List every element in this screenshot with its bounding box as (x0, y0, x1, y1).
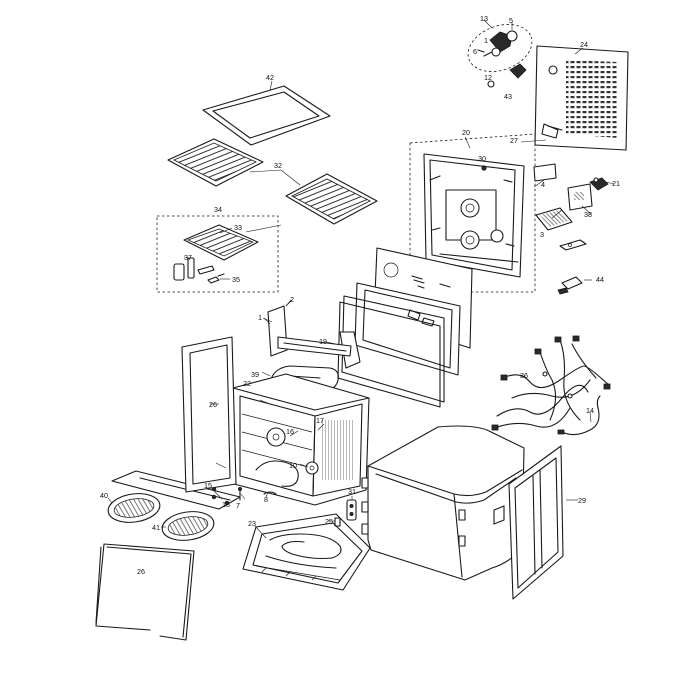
part-7-screw (237, 486, 242, 501)
part-4-bracket (533, 163, 557, 182)
callout-26-gasket: 26 (137, 567, 145, 576)
callout-16: 16 (286, 427, 294, 436)
callout-1b: 1 (258, 313, 262, 322)
part-41-cover (161, 511, 215, 541)
callout-8: 8 (264, 495, 268, 504)
callout-41: 41 (152, 523, 160, 532)
part-32-lower-rack (285, 173, 378, 225)
callout-4: 4 (541, 180, 545, 189)
part-14-sensor-wire (557, 395, 601, 436)
cabinet-wrap (361, 425, 525, 581)
callout-25: 25 (325, 517, 333, 526)
door-middle-glass (354, 282, 461, 376)
callout-23: 23 (248, 519, 256, 528)
part-23-bake-tray (242, 513, 371, 591)
part-24-rear-panel (520, 45, 629, 151)
callout-36: 36 (520, 371, 528, 380)
callout-2: 2 (290, 295, 294, 304)
callout-39: 39 (251, 370, 259, 379)
part-34-accessory-kit (156, 215, 279, 293)
part-42-frame (202, 80, 331, 146)
callout-17: 17 (316, 416, 324, 425)
part-21-connector (589, 177, 615, 191)
part-26-door-gasket (95, 543, 195, 641)
callout-40: 40 (100, 491, 108, 500)
part-44-thermostat (557, 276, 592, 295)
callout-12: 12 (484, 73, 492, 82)
callout-10: 10 (289, 461, 297, 470)
leader-lines (213, 179, 592, 522)
cavity-top-rail (277, 336, 352, 357)
callout-3: 3 (540, 230, 544, 239)
callout-7: 7 (236, 501, 240, 510)
oven-cavity (232, 373, 370, 506)
part-8-clip (263, 491, 277, 495)
callout-19: 19 (319, 337, 327, 346)
part-29-side-panel (508, 445, 578, 600)
callout-14: 14 (586, 406, 594, 415)
callout-44: 44 (596, 275, 604, 284)
callout-42: 42 (266, 73, 274, 82)
callout-18: 18 (222, 500, 230, 509)
callout-20: 20 (462, 128, 470, 137)
part-13-switch-cluster (467, 19, 533, 88)
part-38-relay (567, 183, 593, 211)
callout-13: 13 (480, 14, 488, 23)
part-26-side-frame (181, 336, 237, 493)
callout-labels: 13 5 1 6 12 43 24 42 27 20 30 32 4 21 38… (100, 14, 620, 576)
callout-32: 32 (274, 161, 282, 170)
callout-29: 29 (578, 496, 586, 505)
callout-24: 24 (580, 40, 588, 49)
part-25-bracket (334, 517, 341, 527)
callout-1: 1 (484, 36, 488, 45)
callout-21: 21 (612, 179, 620, 188)
callout-43: 43 (504, 92, 512, 101)
callout-38: 38 (584, 210, 592, 219)
callout-5: 5 (509, 16, 513, 25)
part-20-back-panel-assembly (409, 133, 536, 293)
callout-33: 33 (234, 223, 242, 232)
callout-27: 27 (510, 136, 518, 145)
callout-37: 37 (184, 253, 192, 262)
callout-22: 22 (243, 379, 251, 388)
callout-15: 15 (204, 481, 212, 490)
part-36-wire-harness (491, 335, 611, 431)
part-40-cover (107, 493, 161, 523)
callout-31: 31 (348, 487, 356, 496)
callout-35: 35 (232, 275, 240, 284)
part-bracket-small (559, 239, 587, 251)
callout-30: 30 (478, 154, 486, 163)
callout-34: 34 (214, 205, 222, 214)
callout-26-side: 26 (209, 400, 217, 409)
callout-6: 6 (473, 47, 477, 56)
part-31-probe-socket (346, 499, 357, 521)
part-32-upper-rack (167, 138, 264, 187)
part-3-terminal-block (535, 207, 573, 231)
